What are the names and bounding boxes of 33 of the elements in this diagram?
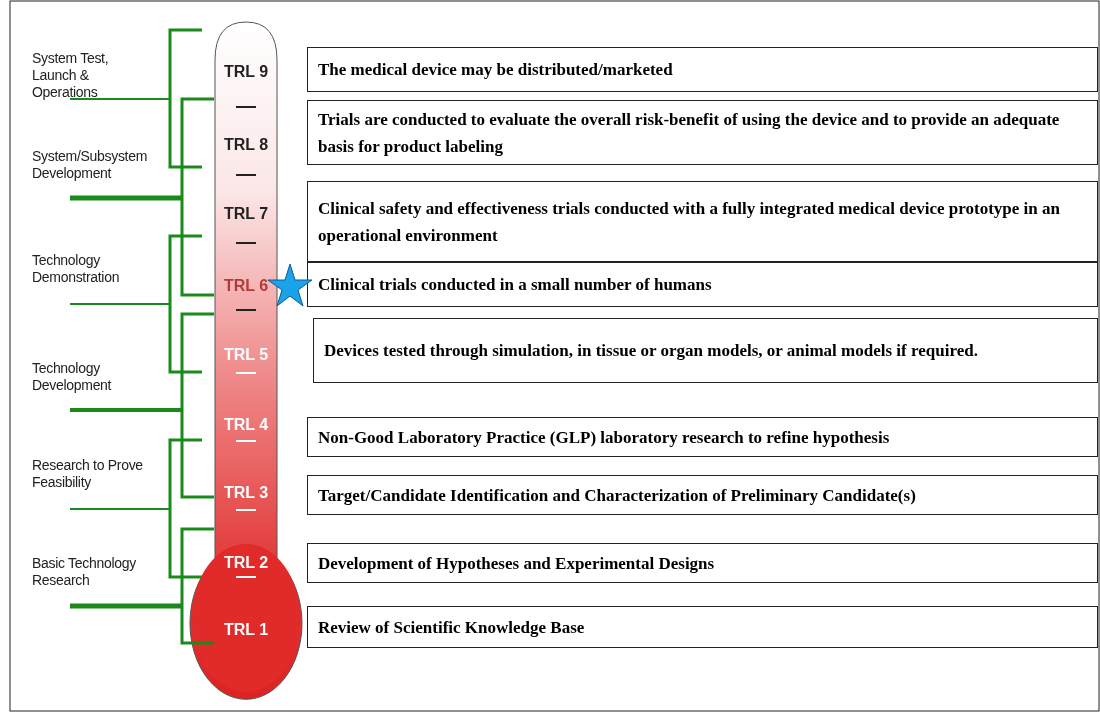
description-text: Development of Hypotheses and Experimental Designs bbox=[318, 552, 715, 575]
level-label: TRL 4 bbox=[222, 415, 270, 435]
description-text: Non-Good Laboratory Practice (GLP) laboratory research to refine hypothesis bbox=[318, 426, 890, 449]
description-text: Devices tested through simulation, in tissue or organ models, or animal models if required. bbox=[324, 340, 978, 362]
description-text: Clinical safety and effectiveness trials conducted with a fully integrated medical device prototype in an operational environment bbox=[318, 197, 1061, 247]
level-label: TRL 2 bbox=[222, 553, 270, 573]
level-label: TRL 7 bbox=[222, 204, 270, 224]
description-box bbox=[307, 475, 1098, 515]
description-box bbox=[307, 606, 1098, 648]
phase-label: System/Subsystem Development bbox=[32, 148, 148, 182]
description-text: Clinical trials conducted in a small number of humans bbox=[318, 274, 712, 296]
phase-label: Research to Prove Feasibility bbox=[32, 457, 144, 491]
level-label: TRL 6 bbox=[222, 276, 270, 296]
phase-label: Technology Development bbox=[32, 360, 113, 394]
description-box bbox=[307, 47, 1098, 92]
description-box bbox=[307, 543, 1098, 583]
phase-label: Technology Demonstration bbox=[32, 252, 121, 286]
description-box bbox=[307, 262, 1098, 307]
description-text: Trials are conducted to evaluate the overall risk-benefit of using the device and to provide an adequate basis for product labeling bbox=[318, 108, 1061, 158]
level-label: TRL 1 bbox=[222, 620, 270, 640]
description-text: The medical device may be distributed/marketed bbox=[318, 59, 673, 81]
description-box bbox=[307, 100, 1098, 165]
level-label: TRL 5 bbox=[222, 345, 270, 365]
level-label: TRL 8 bbox=[222, 135, 270, 155]
description-box bbox=[313, 318, 1098, 383]
description-box bbox=[307, 417, 1098, 457]
description-text: Review of Scientific Knowledge Base bbox=[318, 616, 585, 639]
phase-label: System Test, Launch & Operations bbox=[32, 50, 110, 101]
level-label: TRL 3 bbox=[222, 483, 270, 503]
description-text: Target/Candidate Identification and Characterization of Preliminary Candidate(s) bbox=[318, 484, 916, 507]
level-label: TRL 9 bbox=[222, 62, 270, 82]
description-box bbox=[307, 181, 1098, 262]
phase-label: Basic Technology Research bbox=[32, 555, 137, 589]
